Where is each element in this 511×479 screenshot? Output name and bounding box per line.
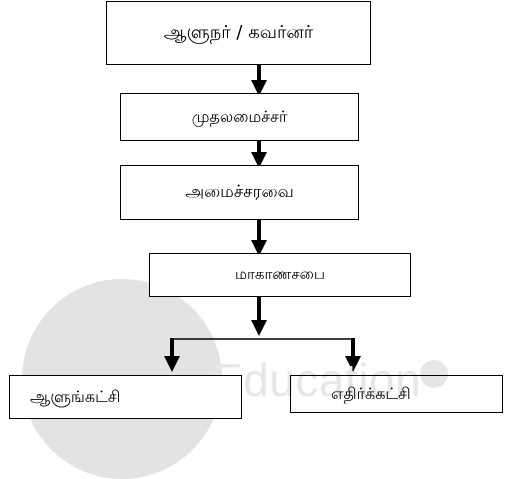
watermark-text: Education <box>212 354 422 406</box>
node-governor: ஆளுநர் / கவர்னர் <box>106 1 371 65</box>
node-provincial-council: மாகாணசபை <box>149 253 411 297</box>
connector-lines <box>164 65 361 372</box>
node-opposition: எதிர்க்கட்சி <box>290 375 503 413</box>
watermark-dot <box>420 360 448 388</box>
node-chief-minister: முதலமைச்சர் <box>120 93 359 141</box>
node-ruling-party: ஆளுங்கட்சி <box>9 375 242 419</box>
node-cabinet: அமைச்சரவை <box>120 165 359 220</box>
